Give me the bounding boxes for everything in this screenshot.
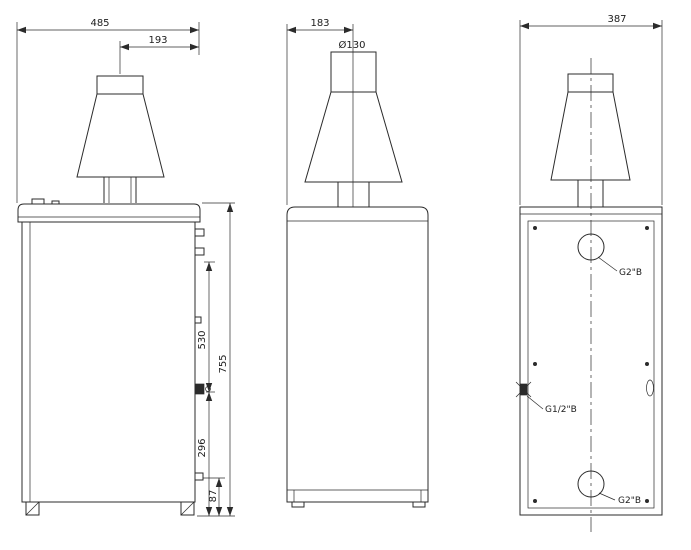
left-foot [291, 501, 305, 508]
rear-connection-side: G1/2"B [515, 381, 577, 415]
side-valve-stem [205, 386, 211, 392]
flue-cone [304, 91, 403, 183]
screw-icon [645, 362, 649, 366]
connection-bottom-label: G2"B [618, 496, 641, 506]
side-dim-755-label: 755 [218, 354, 229, 373]
side-valve [194, 383, 205, 395]
right-foot [412, 501, 426, 508]
rear-flue [550, 73, 631, 207]
front-dim-flue-diameter-label: Ø130 [339, 39, 366, 51]
screw-icon [533, 362, 537, 366]
side-dim-296-label: 296 [197, 438, 208, 457]
side-dim-87-label: 87 [208, 490, 219, 503]
left-foot [25, 501, 40, 516]
body-shell [286, 206, 429, 503]
front-dim-width-label: 183 [310, 18, 329, 29]
side-view: 485 193 [16, 18, 235, 517]
side-body [17, 198, 211, 516]
side-dim-height-base: 87 [208, 478, 223, 516]
connection-side-label: G1/2"B [545, 405, 577, 415]
screw-icon [533, 499, 537, 503]
stub-mid [194, 316, 202, 324]
flue-pipe [330, 51, 377, 93]
flue-cone [550, 91, 631, 181]
leader-line [597, 256, 618, 272]
front-body [286, 206, 429, 508]
side-dim-flue-offset: 193 [120, 35, 199, 51]
front-view: 183 Ø130 [286, 18, 429, 508]
side-dim-height-upper: 530 [197, 262, 213, 392]
front-width-extensions [286, 24, 354, 237]
rear-dim-width: 387 [520, 14, 662, 30]
rear-connection-bottom: G2"B [577, 470, 641, 506]
screw-icon [645, 226, 649, 230]
connection-top-circle [577, 233, 605, 261]
flue-collar [567, 73, 614, 93]
body-shell [21, 221, 196, 503]
stub-top-2 [194, 247, 205, 256]
rear-view: 387 G2"B [515, 14, 663, 532]
top-lid [17, 203, 201, 223]
side-dim-height-lower: 296 [197, 392, 213, 516]
stub-top-1 [194, 228, 205, 237]
side-dim-height-total: 755 [218, 203, 234, 516]
rear-connection-top: G2"B [577, 233, 642, 278]
leader-line [526, 395, 544, 410]
front-flue [304, 51, 403, 207]
flue-collar [96, 75, 144, 95]
knockout-slot [646, 379, 654, 397]
screw-icon [645, 499, 649, 503]
side-dim-530-label: 530 [197, 330, 208, 349]
right-foot [180, 501, 195, 516]
flue-cone [76, 93, 165, 178]
lid-detail [31, 198, 45, 205]
connection-bottom-circle [577, 470, 605, 498]
side-dim-width-label: 485 [90, 18, 109, 29]
side-dim-flue-offset-label: 193 [148, 35, 167, 46]
side-dim-width: 485 [17, 18, 199, 34]
side-width-extensions [16, 22, 200, 203]
screw-icon [533, 226, 537, 230]
leader-line [598, 492, 616, 501]
rear-width-extensions [519, 20, 663, 205]
stub-bottom [194, 472, 204, 481]
connection-top-label: G2"B [619, 268, 642, 278]
front-dim-width: 183 [287, 18, 353, 34]
side-height-extensions [197, 202, 235, 517]
rear-dim-width-label: 387 [607, 14, 626, 25]
side-flue [76, 75, 165, 203]
